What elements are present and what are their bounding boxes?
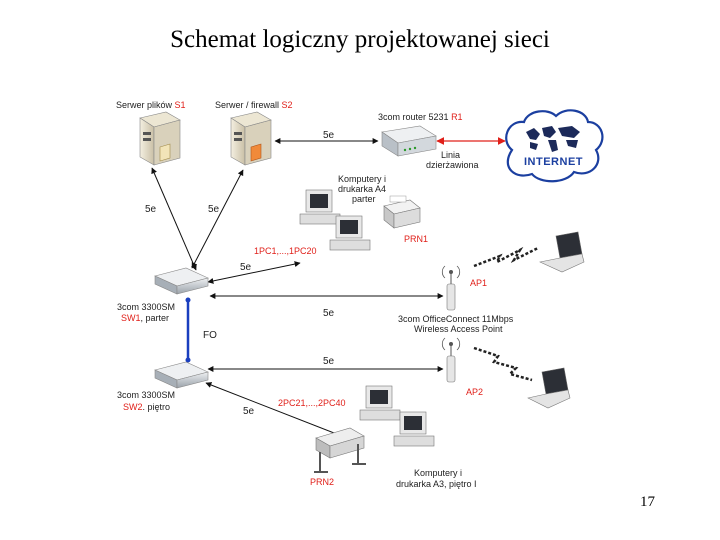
server-s1-label: Serwer plików S1: [116, 100, 186, 110]
page-title: Schemat logiczny projektowanej sieci: [170, 26, 550, 53]
wireless-link-icon: [473, 346, 533, 382]
router-r1-label: 3com router 5231 R1: [378, 112, 463, 122]
switch-sw2-model: 3com 3300SM: [117, 390, 175, 400]
link-label-sw2-ap2: 5e: [323, 356, 335, 367]
computer-icon: [359, 385, 401, 421]
leased-line-label-1: Linia: [441, 150, 460, 160]
access-point-ap2-icon: [441, 337, 461, 383]
pc-group1-label-3: parter: [352, 194, 376, 204]
printer-prn1-label: PRN1: [404, 234, 428, 244]
link-s2-sw1: [191, 169, 244, 269]
access-point-ap2-label: AP2: [466, 387, 483, 397]
server-s2-label: Serwer / firewall S2: [215, 100, 293, 110]
link-sw2-pc2: [205, 382, 353, 441]
pc-group1-label-2: drukarka A4: [338, 184, 386, 194]
link-label-fiber: FO: [203, 330, 217, 341]
connection-lines: [151, 137, 506, 441]
access-point-model-label-2: Wireless Access Point: [414, 324, 503, 334]
printer-prn1-icon: [383, 195, 421, 229]
laptop-icon: [539, 231, 585, 273]
switch-sw1-label: SW1, parter: [121, 313, 169, 323]
leased-line-label-2: dzierżawiona: [426, 160, 479, 170]
link-sw1-pc1: [207, 261, 301, 284]
access-point-ap1-label: AP1: [470, 278, 487, 288]
pc-group2-label-2: drukarka A3, piętro I: [396, 479, 477, 489]
internet-cloud-icon: [505, 109, 604, 183]
internet-label: INTERNET: [524, 156, 583, 168]
pc-group1-label-1: Komputery i: [338, 174, 386, 184]
plotter-prn2-icon: [314, 427, 366, 473]
plotter-prn2-label: PRN2: [310, 477, 334, 487]
switch-sw1-model: 3com 3300SM: [117, 302, 175, 312]
access-point-model-label-1: 3com OfficeConnect 11Mbps: [398, 314, 514, 324]
switch-sw2-icon: [154, 361, 209, 389]
wireless-link-icon: [473, 246, 539, 268]
access-point-ap1-icon: [441, 265, 461, 311]
fiber-end-top: [185, 297, 191, 303]
switch-sw1-icon: [154, 267, 209, 295]
link-label-sw1-pc1: 5e: [240, 262, 252, 273]
server-s2-icon: [230, 111, 272, 166]
pc2-range-label: 2PC21,...,2PC40: [278, 398, 346, 408]
fiber-end-bottom: [185, 357, 191, 363]
link-label-sw2-pc2: 5e: [243, 406, 255, 417]
switch-sw2-label: SW2. piętro: [123, 402, 170, 412]
link-s1-sw1: [151, 167, 197, 271]
computer-icon: [329, 215, 371, 251]
pc1-range-label: 1PC1,...,1PC20: [254, 246, 317, 256]
router-r1-icon: [381, 125, 437, 157]
link-label-s1-sw1: 5e: [145, 204, 157, 215]
link-label-sw1-ap1: 5e: [323, 308, 335, 319]
link-label-s2-sw1: 5e: [208, 204, 220, 215]
link-label-s2-r1: 5e: [323, 130, 335, 141]
server-s1-icon: [139, 111, 181, 166]
computer-icon: [393, 411, 435, 447]
computer-icon: [299, 189, 341, 225]
pc-group2-label-1: Komputery i: [414, 468, 462, 478]
laptop-icon: [527, 367, 571, 409]
page-number: 17: [640, 494, 655, 510]
